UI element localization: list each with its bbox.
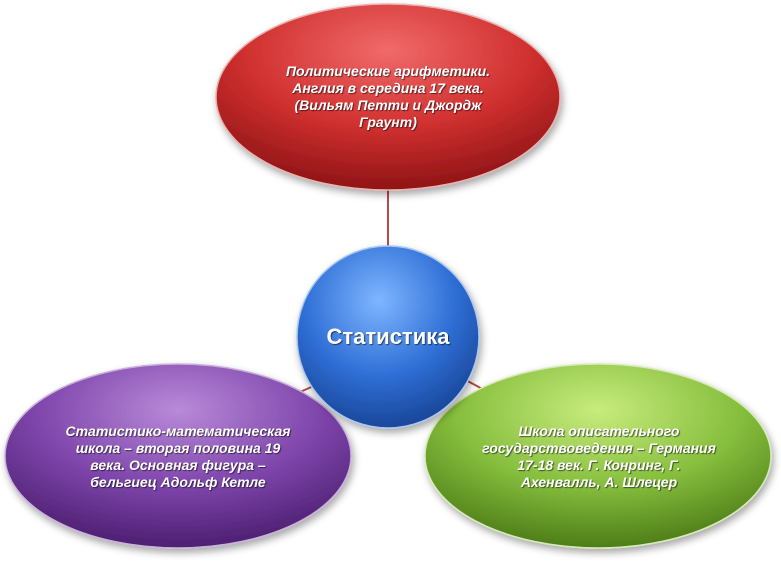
node-right-ellipse [424, 363, 772, 549]
node-left-ellipse [4, 363, 352, 549]
center-node-circle [296, 245, 480, 429]
node-top-text: Политические арифметики. Англия в середи… [285, 63, 491, 130]
node-top-label: Политические арифметики. Англия в середи… [250, 52, 526, 142]
node-right-label: Школа описательного государствоведения –… [458, 412, 740, 502]
node-top-ellipse [215, 3, 561, 191]
node-left-label: Статистико-математическая школа – вторая… [38, 412, 318, 502]
node-left-text: Статистико-математическая школа – вторая… [65, 423, 291, 490]
center-node-label: Статистика [310, 317, 466, 357]
node-right-text: Школа описательного государствоведения –… [482, 423, 716, 490]
center-node-text: Статистика [326, 324, 450, 349]
